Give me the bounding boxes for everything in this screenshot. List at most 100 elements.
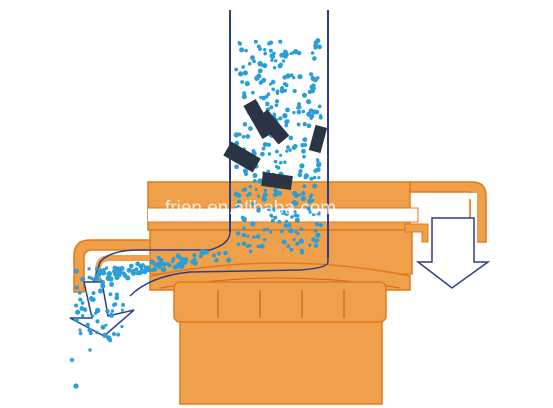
- particle: [301, 191, 306, 196]
- particle: [120, 308, 124, 312]
- particle: [307, 243, 312, 247]
- particle: [299, 163, 305, 169]
- particle: [100, 283, 106, 289]
- particle: [278, 116, 283, 121]
- particle: [87, 275, 91, 280]
- particle: [275, 91, 280, 96]
- particle: [270, 214, 274, 218]
- particle: [178, 256, 183, 260]
- particle: [110, 309, 115, 313]
- particle: [242, 122, 248, 127]
- particle: [234, 67, 239, 72]
- particle: [88, 348, 92, 352]
- particle: [271, 87, 275, 92]
- particle: [302, 92, 307, 98]
- particle: [285, 107, 290, 113]
- particle: [80, 276, 86, 282]
- particle: [284, 83, 289, 88]
- particle: [101, 268, 106, 273]
- particle: [311, 198, 315, 202]
- particle: [288, 228, 294, 234]
- particle: [106, 271, 113, 277]
- particle: [267, 152, 272, 156]
- particle: [283, 52, 289, 58]
- particle: [279, 52, 285, 58]
- particle: [198, 254, 203, 259]
- particle: [102, 332, 108, 338]
- particle: [170, 259, 175, 264]
- particle: [237, 132, 242, 137]
- particle: [310, 51, 315, 55]
- particle: [274, 103, 279, 108]
- particle: [285, 73, 291, 79]
- particle: [295, 241, 300, 247]
- particle: [279, 160, 283, 165]
- particle: [248, 249, 253, 254]
- particle: [279, 229, 284, 234]
- particle: [142, 268, 148, 275]
- particle: [201, 249, 207, 255]
- particle-cloud: [69, 38, 324, 389]
- particle: [283, 223, 289, 228]
- particle: [95, 267, 99, 271]
- particle: [226, 257, 232, 263]
- particle: [108, 292, 113, 297]
- particle: [107, 337, 113, 343]
- particle: [262, 142, 268, 147]
- particle: [267, 206, 273, 212]
- particle: [272, 207, 278, 212]
- particle: [251, 90, 255, 95]
- particle: [260, 151, 265, 157]
- particle: [296, 122, 301, 127]
- particle: [238, 71, 244, 77]
- particle: [254, 187, 258, 192]
- particle: [87, 267, 91, 271]
- particle: [316, 238, 320, 242]
- particle: [312, 175, 317, 180]
- particle: [269, 230, 273, 234]
- particle: [166, 261, 170, 266]
- particle: [234, 203, 240, 209]
- particle: [192, 257, 197, 262]
- particle: [285, 149, 289, 153]
- particle: [98, 288, 103, 294]
- particle: [233, 191, 240, 197]
- particle: [308, 195, 313, 199]
- particle: [311, 83, 316, 88]
- particle: [316, 167, 321, 172]
- particle: [252, 235, 256, 239]
- particle: [292, 76, 296, 80]
- particle: [296, 231, 300, 236]
- particle: [78, 331, 83, 336]
- particle: [125, 275, 131, 281]
- particle: [270, 79, 276, 85]
- particle: [236, 242, 241, 247]
- particle: [268, 48, 273, 53]
- particle: [104, 323, 108, 327]
- particle: [149, 268, 153, 272]
- particle: [149, 259, 156, 265]
- particle: [306, 99, 312, 105]
- particle: [266, 142, 272, 148]
- particle: [245, 243, 250, 248]
- particle: [283, 210, 288, 214]
- particle: [109, 281, 115, 287]
- particle: [126, 267, 132, 273]
- particle: [91, 314, 95, 318]
- particle: [236, 199, 242, 205]
- particle: [192, 253, 197, 258]
- particle: [306, 205, 311, 211]
- particle: [262, 237, 267, 242]
- particle: [302, 154, 306, 159]
- particle: [242, 226, 246, 231]
- particle: [240, 48, 244, 52]
- particle: [183, 260, 188, 265]
- particle: [95, 330, 99, 335]
- particle: [88, 331, 93, 336]
- particle: [297, 102, 301, 107]
- particle: [281, 59, 286, 63]
- particle: [292, 238, 296, 242]
- particle: [252, 201, 257, 206]
- particle: [284, 219, 289, 224]
- particle: [274, 59, 278, 63]
